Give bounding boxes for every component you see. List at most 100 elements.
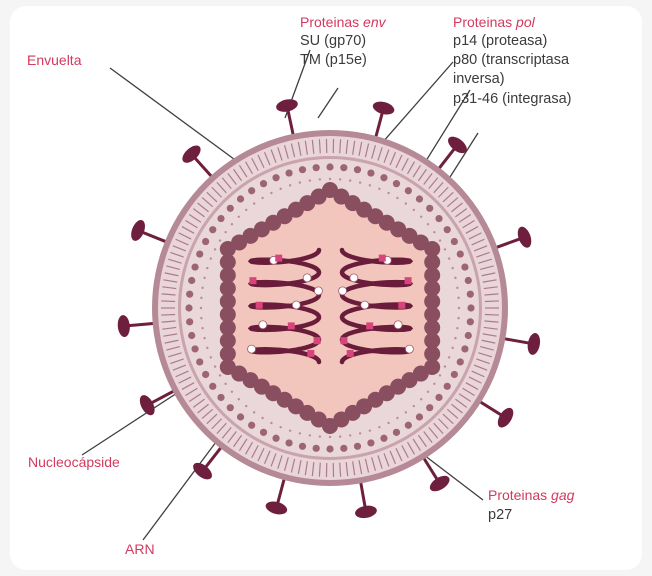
matrix-fine-dot: [369, 429, 371, 431]
matrix-fine-dot: [329, 436, 331, 438]
matrix-fine-dot: [458, 307, 460, 309]
matrix-dot: [191, 345, 198, 352]
matrix-fine-dot: [413, 405, 415, 407]
matrix-fine-dot: [201, 287, 203, 289]
matrix-fine-dot: [454, 277, 456, 279]
matrix-dot: [186, 318, 193, 325]
env-title-italic: env: [363, 14, 386, 30]
matrix-fine-dot: [245, 209, 247, 211]
matrix-fine-dot: [210, 257, 212, 259]
matrix-dot: [461, 263, 468, 270]
matrix-dot: [451, 371, 458, 378]
matrix-fine-dot: [319, 435, 321, 437]
matrix-fine-dot: [413, 209, 415, 211]
matrix-dot: [405, 187, 412, 194]
enzyme-protein-pink: [379, 255, 386, 262]
matrix-fine-dot: [270, 192, 272, 194]
matrix-fine-dot: [219, 374, 221, 376]
label-env-tm: TM (p15e): [300, 52, 367, 69]
matrix-dot: [340, 445, 347, 452]
matrix-fine-dot: [427, 391, 429, 393]
matrix-fine-dot: [387, 422, 389, 424]
matrix-fine-dot: [444, 365, 446, 367]
enzyme-protein-white: [405, 345, 413, 353]
matrix-fine-dot: [427, 223, 429, 225]
matrix-fine-dot: [214, 248, 216, 250]
matrix-dot: [416, 195, 423, 202]
envelope-spike-stem: [195, 158, 212, 177]
matrix-fine-dot: [433, 231, 435, 233]
matrix-dot: [191, 263, 198, 270]
matrix-fine-dot: [203, 337, 205, 339]
enzyme-protein-pink: [314, 337, 321, 344]
leader-line-envuelta: [110, 68, 238, 162]
matrix-fine-dot: [451, 267, 453, 269]
matrix-dot: [209, 226, 216, 233]
envelope-spike-head: [275, 97, 299, 113]
matrix-fine-dot: [359, 432, 361, 434]
matrix-dot: [196, 250, 203, 257]
matrix-fine-dot: [439, 239, 441, 241]
matrix-fine-dot: [299, 181, 301, 183]
matrix-fine-dot: [231, 391, 233, 393]
matrix-fine-dot: [270, 422, 272, 424]
matrix-fine-dot: [224, 383, 226, 385]
envelope-spike-head: [371, 99, 395, 116]
lipid-stripe: [485, 314, 499, 315]
matrix-fine-dot: [448, 257, 450, 259]
matrix-fine-dot: [200, 307, 202, 309]
env-title-text: Proteinas: [300, 14, 359, 30]
envelope-spike-head: [264, 499, 288, 516]
matrix-fine-dot: [299, 432, 301, 434]
matrix-dot: [227, 404, 234, 411]
label-arn: ARN: [125, 541, 155, 558]
matrix-fine-dot: [378, 188, 380, 190]
envelope-spike-stem: [361, 481, 366, 507]
matrix-fine-dot: [261, 197, 263, 199]
matrix-fine-dot: [456, 287, 458, 289]
matrix-dot: [405, 422, 412, 429]
matrix-dot: [186, 291, 193, 298]
matrix-dot: [313, 164, 320, 171]
matrix-fine-dot: [420, 398, 422, 400]
matrix-dot: [285, 439, 292, 446]
matrix-fine-dot: [339, 435, 341, 437]
enzyme-protein-pink: [366, 322, 373, 329]
pol-title-italic: pol: [516, 14, 535, 30]
envelope-spike-stem: [376, 113, 383, 138]
matrix-dot: [313, 445, 320, 452]
gag-title-italic: gag: [551, 487, 574, 503]
matrix-dot: [367, 169, 374, 176]
label-pol-p80-cont: inversa): [453, 71, 505, 88]
matrix-fine-dot: [224, 231, 226, 233]
matrix-fine-dot: [454, 337, 456, 339]
matrix-dot: [237, 195, 244, 202]
enzyme-protein-pink: [340, 337, 347, 344]
matrix-dot: [426, 205, 433, 212]
matrix-fine-dot: [210, 356, 212, 358]
matrix-dot: [185, 304, 192, 311]
matrix-fine-dot: [329, 178, 331, 180]
matrix-fine-dot: [378, 426, 380, 428]
matrix-fine-dot: [456, 327, 458, 329]
matrix-fine-dot: [349, 434, 351, 436]
matrix-fine-dot: [349, 179, 351, 181]
enzyme-protein-white: [350, 274, 358, 282]
enzyme-protein-pink: [249, 277, 256, 284]
matrix-fine-dot: [214, 365, 216, 367]
label-env-title: Proteinas env: [300, 14, 386, 31]
enzyme-protein-white: [303, 274, 311, 282]
matrix-dot: [202, 238, 209, 245]
matrix-fine-dot: [444, 248, 446, 250]
matrix-fine-dot: [200, 297, 202, 299]
matrix-dot: [285, 169, 292, 176]
pol-title-text: Proteinas: [453, 14, 512, 30]
matrix-dot: [416, 413, 423, 420]
matrix-dot: [248, 187, 255, 194]
matrix-dot: [188, 277, 195, 284]
matrix-dot: [299, 443, 306, 450]
matrix-dot: [354, 166, 361, 173]
matrix-fine-dot: [206, 267, 208, 269]
matrix-dot: [340, 164, 347, 171]
